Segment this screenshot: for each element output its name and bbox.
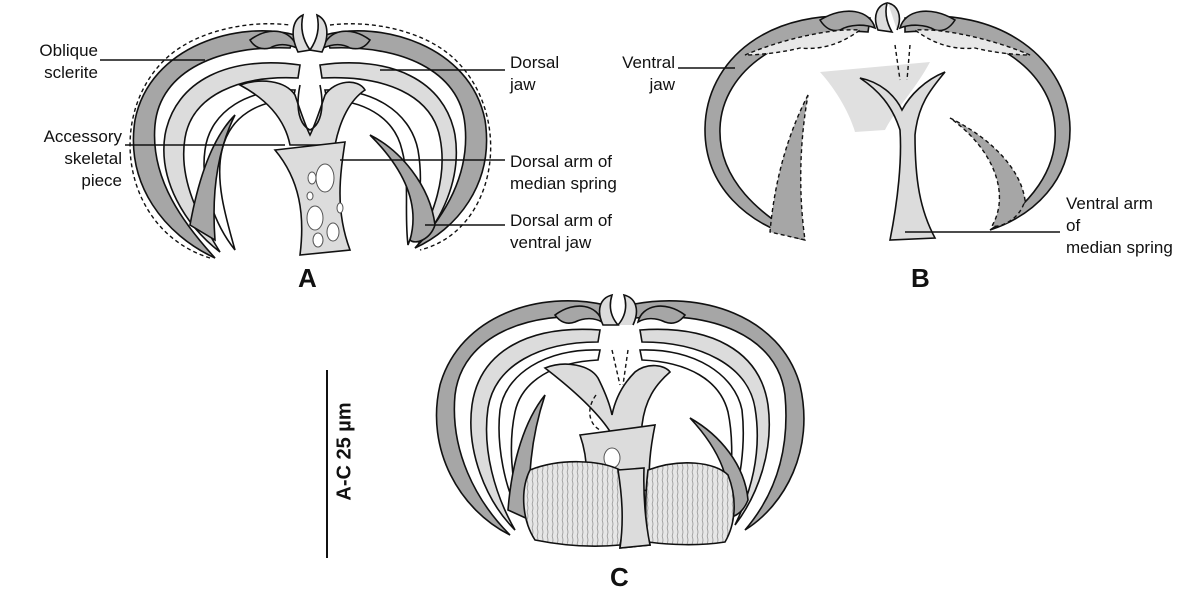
panel-b-dashed-upper-left <box>744 29 862 56</box>
panel-c-right-inner-arc <box>639 328 771 526</box>
panel-c-left-spike <box>507 394 546 522</box>
panel-c-spring-stem <box>617 467 651 549</box>
panel-a-left-outer-arc <box>132 30 297 259</box>
panel-label-c: C <box>610 562 629 592</box>
panel-a-dashed-outline <box>129 23 492 259</box>
panel-c-left-inner-arc <box>470 328 601 531</box>
panel-label-a: A <box>298 263 317 293</box>
panel-a-top-claw-right <box>308 13 328 53</box>
panel-b-left-hook <box>818 10 877 32</box>
panel-c-right-muscle <box>644 462 735 546</box>
label-ventral-jaw: Ventral jaw <box>622 53 675 94</box>
panel-c-top-claw <box>598 293 638 326</box>
scale-bar-label: A-C 25 µm <box>333 402 356 501</box>
panel-a-drawing <box>129 13 492 259</box>
panel-c-left-hook <box>553 305 604 324</box>
panel-label-b: B <box>911 263 930 293</box>
panel-c-left-muscle <box>522 460 625 547</box>
panel-a-spring-inner-line <box>297 84 323 131</box>
label-dorsal-arm-ventral-jaw: Dorsal arm of ventral jaw <box>510 211 613 252</box>
panel-a-top-claw-left <box>292 13 312 53</box>
panel-b-right-spike <box>949 117 1026 227</box>
panel-b-spring-plate <box>820 62 930 132</box>
panel-b-top-claw <box>874 1 901 34</box>
panel-c-left-outer-arc <box>435 300 607 536</box>
panel-b-spring-dashed <box>894 44 911 81</box>
panel-b-drawing <box>704 1 1071 241</box>
panel-a-left-inner-arc <box>163 62 301 253</box>
panel-c-right-hook <box>636 305 687 324</box>
label-accessory-piece: Accessory skeletal piece <box>43 127 122 190</box>
panel-c-right-outer-arc <box>628 300 805 531</box>
label-dorsal-jaw: Dorsal jaw <box>510 53 560 94</box>
panel-a-right-hook <box>321 30 372 50</box>
panel-a-right-rib <box>324 89 422 246</box>
panel-b-left-spike <box>769 94 809 241</box>
panel-a-left-spike <box>189 114 236 242</box>
panel-a-median-spring <box>238 80 367 146</box>
panel-b-right-ring <box>904 15 1071 231</box>
panel-b-dashed-upper-right <box>913 29 1031 56</box>
panel-a-right-inner-arc <box>319 62 458 246</box>
panel-a-right-outer-arc <box>323 30 488 249</box>
label-ventral-arm-median-spring: Ventral arm of median spring <box>1066 194 1173 257</box>
panel-a-right-spike <box>369 134 436 243</box>
panel-b-median-spring <box>859 71 946 241</box>
label-dorsal-arm-median-spring: Dorsal arm of median spring <box>510 152 617 193</box>
panel-c-spring-dashed <box>589 349 629 431</box>
leader-lines <box>100 59 1060 233</box>
panel-a-vacuoles <box>306 163 344 248</box>
panel-b-right-hook <box>898 10 957 32</box>
panel-c-drawing <box>435 293 805 549</box>
label-oblique-sclerite: Oblique sclerite <box>39 41 98 82</box>
panel-a-left-hook <box>248 30 299 50</box>
